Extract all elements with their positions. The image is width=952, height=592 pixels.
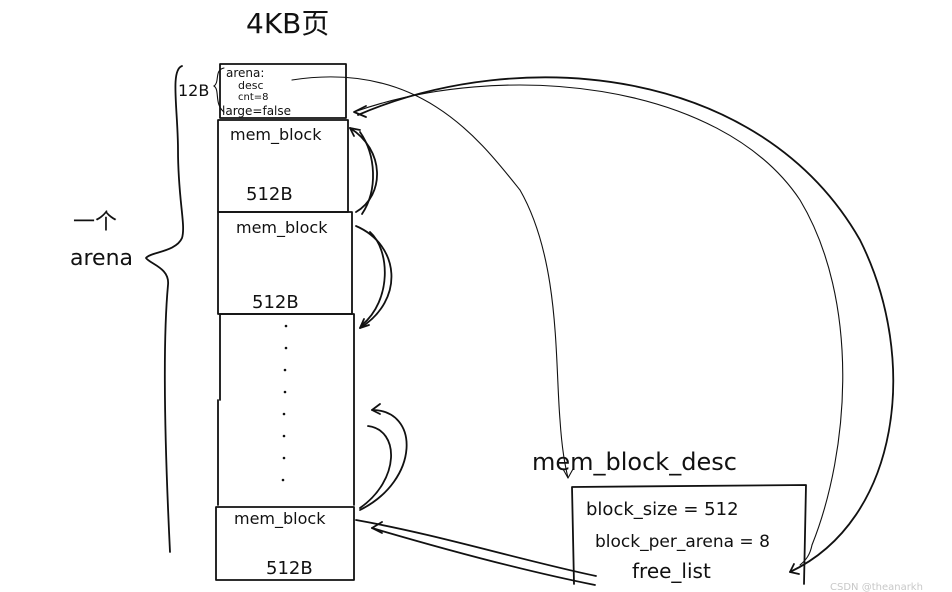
page-title: 4KB页 xyxy=(246,7,329,40)
descriptor-field-block-per-arena: block_per_arena = 8 xyxy=(595,532,770,552)
block-1-size: 512B xyxy=(246,184,293,205)
arena-brace xyxy=(145,65,185,553)
arena-header-line-1: desc xyxy=(238,79,264,92)
descriptor-box xyxy=(571,484,807,585)
last-block-arrowhead xyxy=(371,521,383,534)
block-2-label: mem_block xyxy=(236,218,328,238)
ellipsis-dots xyxy=(281,324,288,482)
middle-section-box xyxy=(217,313,355,506)
free-list-arrow-outer xyxy=(357,76,895,573)
arena-header-line-0: arena: xyxy=(226,66,264,80)
block-last-box xyxy=(215,506,355,581)
free-list-to-last-block xyxy=(371,527,596,586)
descriptor-field-block-size: block_size = 512 xyxy=(586,499,739,520)
header-brace xyxy=(213,67,225,113)
desc-pointer-arrowhead xyxy=(562,468,574,479)
arena-label-line2: arena xyxy=(70,246,133,271)
block-last-label: mem_block xyxy=(234,509,326,529)
block-last-size: 512B xyxy=(266,558,313,579)
descriptor-title: mem_block_desc xyxy=(532,448,737,476)
free-list-arrowhead-top xyxy=(353,105,367,118)
block-2-size: 512B xyxy=(252,292,299,313)
arena-header-box xyxy=(219,63,347,119)
arena-header-line-3: large=false xyxy=(222,104,291,118)
desc-pointer-arrow xyxy=(291,76,569,479)
free-list-arrow-inner xyxy=(353,84,844,566)
last-block-to-free-list xyxy=(355,519,597,577)
descriptor-field-free-list: free_list xyxy=(632,559,711,583)
arena-header-line-2: cnt=8 xyxy=(238,92,269,103)
block-1-label: mem_block xyxy=(230,125,322,145)
header-size-label: 12B xyxy=(178,81,209,100)
free-list-arrowhead-right xyxy=(789,563,800,575)
free-list-links xyxy=(349,127,408,511)
arena-label-line1: 一个 xyxy=(73,210,117,235)
watermark: CSDN @theanarkh xyxy=(830,582,923,592)
